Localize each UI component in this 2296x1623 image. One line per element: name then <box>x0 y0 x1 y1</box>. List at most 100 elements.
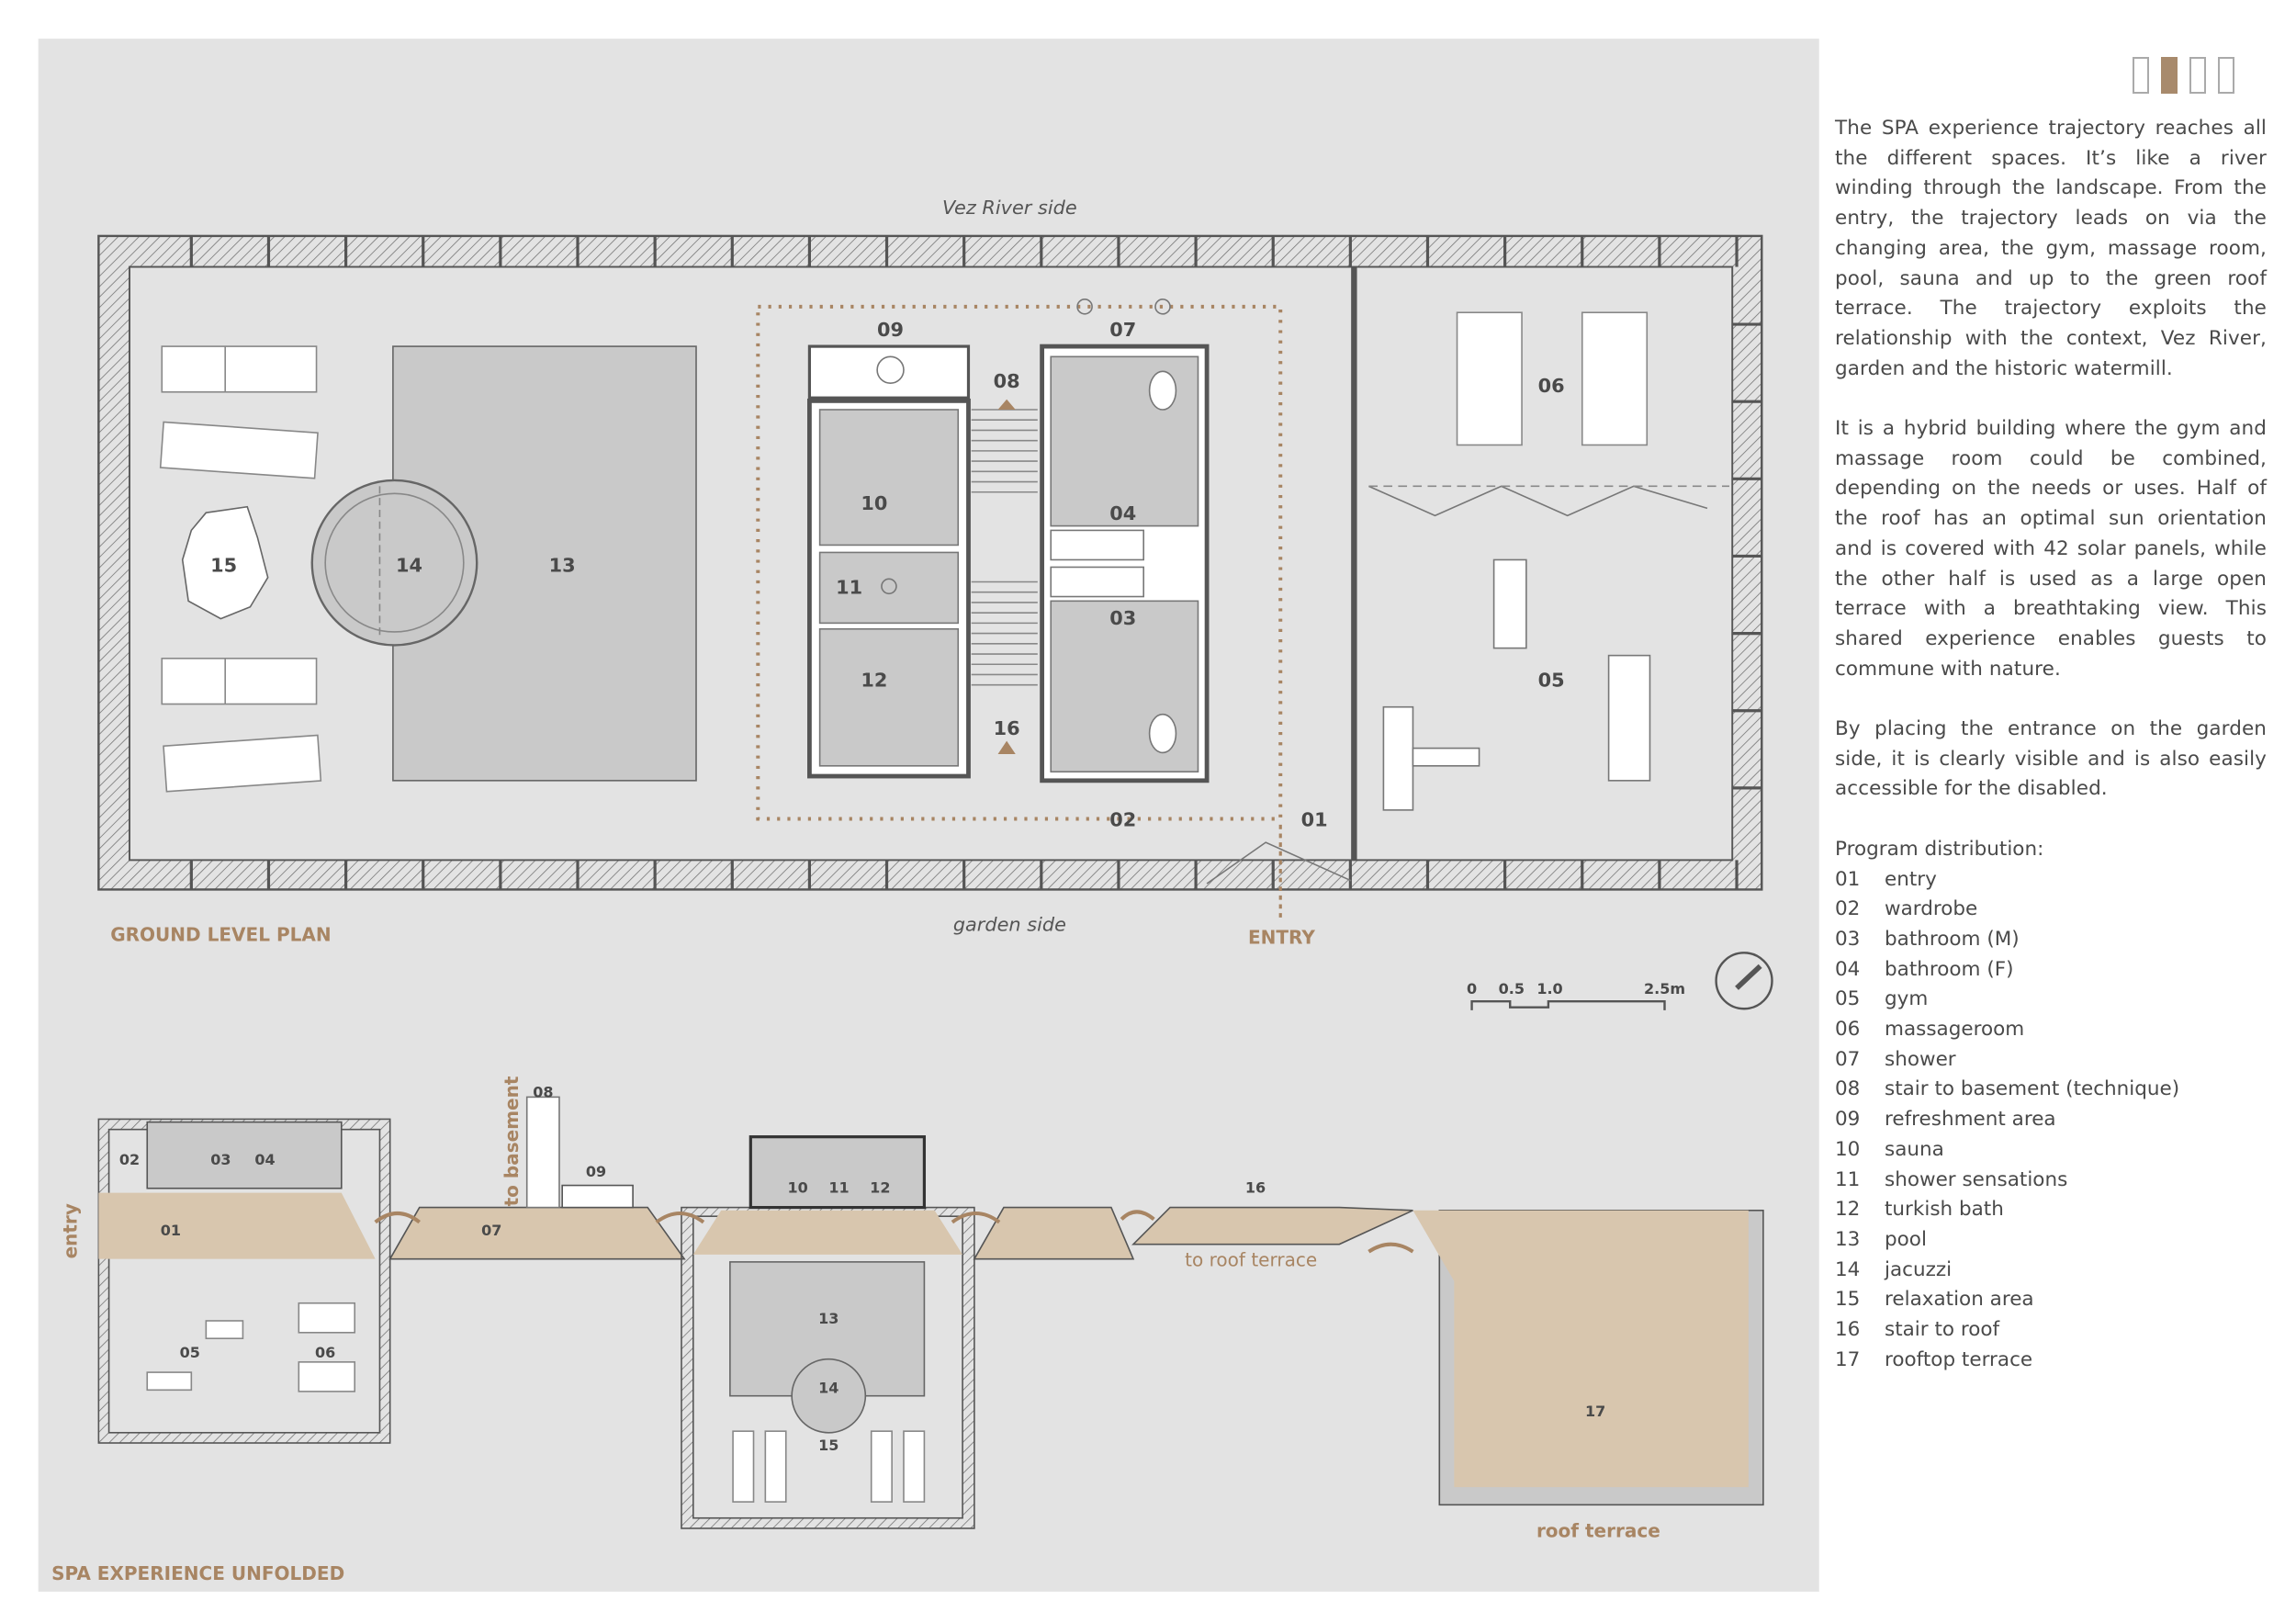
u-room-02: 02 <box>119 1151 140 1168</box>
scale-tick-2-5: 2.5m <box>1644 980 1685 997</box>
program-label: entry <box>1885 867 1937 891</box>
pool-hall-band <box>692 1210 963 1255</box>
program-number: 13 <box>1835 1227 1861 1251</box>
description-paragraph-2: It is a hybrid building where the gym an… <box>1835 417 2267 681</box>
u-room-04: 04 <box>254 1151 275 1168</box>
program-number: 05 <box>1835 987 1861 1011</box>
program-item: 15 relaxation area <box>1835 1285 2267 1315</box>
program-number: 15 <box>1835 1288 1861 1312</box>
program-label: massageroom <box>1885 1018 2025 1042</box>
u-room-12: 12 <box>870 1179 890 1197</box>
room-label-04: 04 <box>1109 502 1136 524</box>
program-number: 12 <box>1835 1198 1861 1222</box>
room-label-16: 16 <box>994 717 1020 739</box>
room-label-01: 01 <box>1301 809 1328 831</box>
room-label-02: 02 <box>1109 809 1136 831</box>
program-item: 04 bathroom (F) <box>1835 955 2267 986</box>
program-heading: Program distribution: <box>1835 837 2044 861</box>
entry-band <box>98 1192 376 1259</box>
unfolded-title: SPA EXPERIENCE UNFOLDED <box>51 1562 344 1584</box>
program-item: 06 massageroom <box>1835 1015 2267 1045</box>
u-room-14: 14 <box>818 1380 838 1397</box>
scale-bar: 0 0.5 1.0 2.5m <box>1467 980 1685 1010</box>
program-item: 10 sauna <box>1835 1135 2267 1166</box>
room-label-06: 06 <box>1538 375 1565 397</box>
room-label-11: 11 <box>836 576 862 598</box>
to-roof-terrace-label: to roof terrace <box>1185 1249 1317 1271</box>
room-label-14: 14 <box>396 554 422 576</box>
u-room-11: 11 <box>828 1179 849 1197</box>
program-number: 16 <box>1835 1318 1861 1342</box>
gym-equipment <box>1382 558 1651 811</box>
u-room-07: 07 <box>481 1222 501 1239</box>
program-label: pool <box>1885 1227 1927 1251</box>
room-label-12: 12 <box>861 669 887 691</box>
program-label: jacuzzi <box>1885 1257 1953 1281</box>
u-room-08: 08 <box>533 1083 553 1100</box>
program-label: sauna <box>1885 1137 1944 1161</box>
program-label: stair to roof <box>1885 1318 2000 1342</box>
to-basement-label: to basement <box>501 1076 523 1206</box>
wet-zone-outline <box>756 304 1283 821</box>
program-item: 12 turkish bath <box>1835 1195 2267 1225</box>
connector-3 <box>1131 1206 1413 1245</box>
folding-partition <box>1368 485 1708 517</box>
massage-beds <box>1456 311 1649 446</box>
program-number: 14 <box>1835 1257 1861 1281</box>
program-label: bathroom (F) <box>1885 957 2014 981</box>
page-indicator-box <box>2161 57 2178 94</box>
ground-level-plan: Vez River side garden side GROUND LEVEL … <box>97 197 1763 949</box>
program-label: gym <box>1885 987 1929 1011</box>
u-room-03: 03 <box>210 1151 231 1168</box>
room-label-08: 08 <box>994 370 1020 392</box>
roof-terrace-area <box>1412 1210 1749 1488</box>
program-number: 06 <box>1835 1018 1861 1042</box>
program-number: 10 <box>1835 1137 1861 1161</box>
u-room-15: 15 <box>818 1437 838 1454</box>
program-label: wardrobe <box>1885 897 1978 921</box>
program-label: turkish bath <box>1885 1198 2004 1222</box>
u-room-06: 06 <box>315 1344 335 1361</box>
scale-tick-0: 0 <box>1467 980 1477 997</box>
program-number: 08 <box>1835 1077 1861 1101</box>
program-number: 01 <box>1835 867 1861 891</box>
description-paragraph-3: By placing the entrance on the garden si… <box>1835 717 2267 801</box>
program-label: relaxation area <box>1885 1288 2034 1312</box>
river-side-label: Vez River side <box>942 197 1077 219</box>
program-number: 04 <box>1835 957 1861 981</box>
entry-label: ENTRY <box>1248 927 1315 949</box>
room-label-10: 10 <box>861 492 887 514</box>
u-room-01: 01 <box>161 1222 181 1239</box>
u-room-17: 17 <box>1585 1403 1605 1420</box>
scale-tick-0-5: 0.5 <box>1499 980 1525 997</box>
program-label: shower <box>1885 1047 1956 1071</box>
page-indicator-box <box>2133 57 2149 94</box>
stairs <box>971 409 1038 686</box>
room-label-13: 13 <box>549 554 576 576</box>
program-number: 07 <box>1835 1047 1861 1071</box>
program-item: 07 shower <box>1835 1045 2267 1076</box>
page-indicator-box <box>2189 57 2206 94</box>
program-number: 03 <box>1835 927 1861 951</box>
page-indicator <box>2133 57 2234 94</box>
garden-side-label: garden side <box>953 913 1066 935</box>
structural-columns <box>189 235 1762 890</box>
program-item: 16 stair to roof <box>1835 1315 2267 1346</box>
entry-door <box>1206 841 1352 885</box>
entry-vertical-label: entry <box>59 1203 81 1258</box>
flow-arrows <box>374 1210 1414 1254</box>
program-item: 05 gym <box>1835 985 2267 1015</box>
north-arrow-icon <box>1715 952 1773 1010</box>
connector-1 <box>388 1206 686 1260</box>
jacuzzi <box>310 479 478 647</box>
program-number: 02 <box>1835 897 1861 921</box>
room-label-07: 07 <box>1109 319 1136 341</box>
program-item: 13 pool <box>1835 1225 2267 1256</box>
sun-loungers <box>159 345 322 793</box>
